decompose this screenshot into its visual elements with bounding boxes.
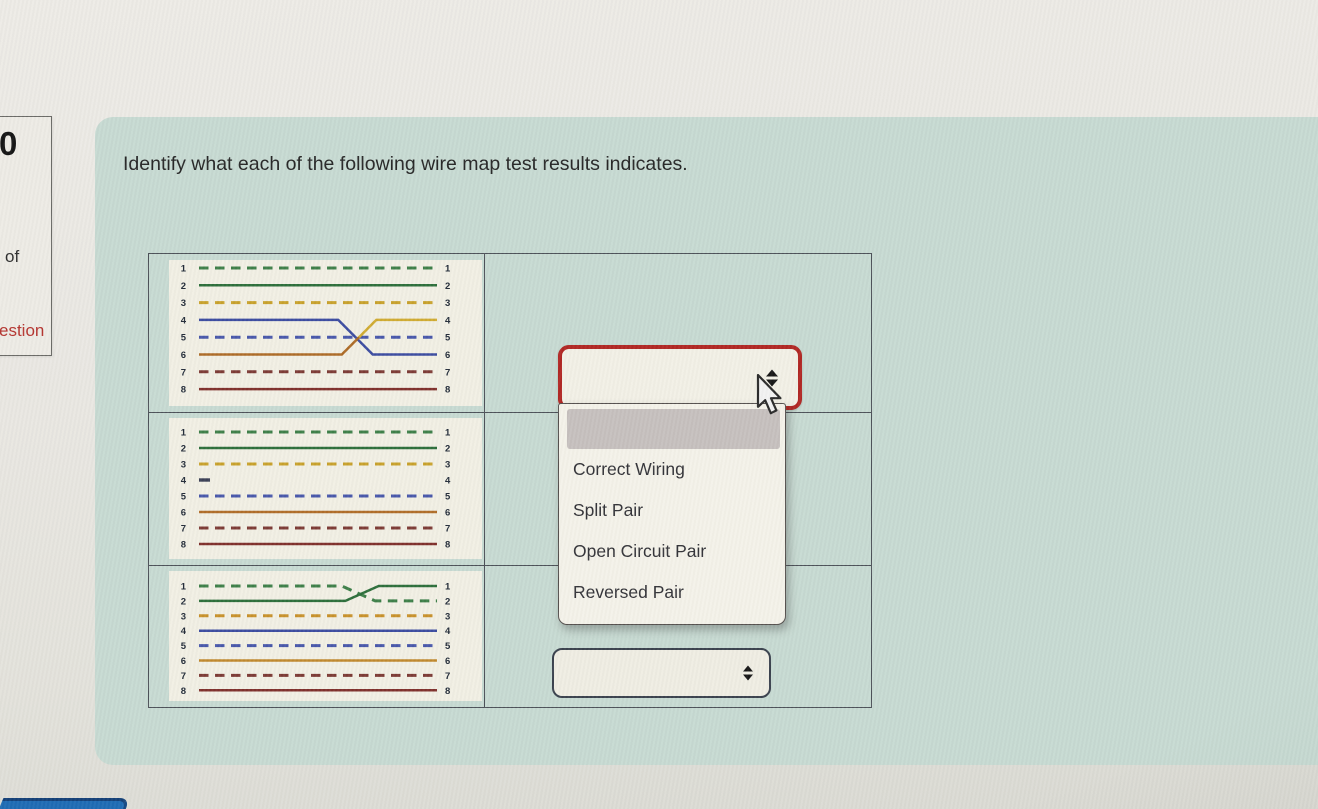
svg-text:7: 7 xyxy=(181,671,186,682)
select-spinner-icon xyxy=(766,369,778,386)
svg-text:8: 8 xyxy=(445,540,450,551)
svg-text:6: 6 xyxy=(181,350,186,361)
svg-text:8: 8 xyxy=(445,686,450,697)
table-column-divider xyxy=(484,254,486,707)
svg-text:4: 4 xyxy=(445,315,451,326)
svg-text:2: 2 xyxy=(181,444,186,455)
svg-text:5: 5 xyxy=(445,492,451,503)
menu-option[interactable]: Open Circuit Pair xyxy=(573,541,707,561)
svg-text:3: 3 xyxy=(445,460,450,471)
svg-text:2: 2 xyxy=(181,596,186,607)
menu-option[interactable]: Split Pair xyxy=(573,500,644,520)
question-number-fragment: 0 xyxy=(0,125,18,162)
svg-text:3: 3 xyxy=(181,611,186,622)
svg-text:4: 4 xyxy=(181,476,187,487)
svg-text:2: 2 xyxy=(445,281,450,292)
svg-text:7: 7 xyxy=(445,671,450,682)
svg-text:7: 7 xyxy=(445,367,450,378)
svg-text:1: 1 xyxy=(445,582,451,593)
svg-text:3: 3 xyxy=(181,298,186,309)
table-row-divider xyxy=(149,565,871,567)
svg-text:1: 1 xyxy=(445,428,451,439)
svg-text:4: 4 xyxy=(181,626,187,637)
svg-text:6: 6 xyxy=(445,350,450,361)
svg-text:2: 2 xyxy=(181,281,186,292)
svg-text:3: 3 xyxy=(445,611,450,622)
svg-text:6: 6 xyxy=(181,656,186,667)
svg-text:3: 3 xyxy=(181,460,186,471)
svg-text:4: 4 xyxy=(445,476,451,487)
svg-text:1: 1 xyxy=(181,264,187,275)
svg-text:6: 6 xyxy=(445,508,450,519)
select-spinner-icon xyxy=(743,665,753,681)
question-prompt: Identify what each of the following wire… xyxy=(123,153,688,175)
svg-text:3: 3 xyxy=(445,298,450,309)
wiremap-diagram-2: 1 1 2 2 3 3 4 4 5 5 6 6 7 7 8 8 xyxy=(169,418,482,559)
table-row-divider xyxy=(149,412,871,414)
mouse-cursor-icon xyxy=(756,374,782,415)
dropdown-menu: Correct Wiring Split Pair Open Circuit P… xyxy=(558,403,786,625)
answer-select-2[interactable] xyxy=(552,648,771,698)
svg-text:6: 6 xyxy=(181,508,186,519)
question-panel: Identify what each of the following wire… xyxy=(95,117,1318,765)
bottom-left-button-partial[interactable] xyxy=(0,798,131,809)
svg-text:5: 5 xyxy=(181,641,187,652)
svg-text:4: 4 xyxy=(181,315,187,326)
question-label-fragment: estion xyxy=(0,321,45,340)
svg-text:5: 5 xyxy=(181,492,187,503)
svg-text:7: 7 xyxy=(445,524,450,535)
svg-text:8: 8 xyxy=(181,385,186,396)
menu-option[interactable]: Correct Wiring xyxy=(573,459,685,479)
svg-text:4: 4 xyxy=(445,626,451,637)
svg-text:1: 1 xyxy=(445,264,451,275)
svg-text:2: 2 xyxy=(445,444,450,455)
svg-text:8: 8 xyxy=(181,686,186,697)
svg-text:8: 8 xyxy=(181,540,186,551)
svg-text:1: 1 xyxy=(181,582,187,593)
question-sidebar-panel: 0 of estion xyxy=(0,116,52,356)
menu-option-blank[interactable] xyxy=(567,409,780,449)
wiremap-diagram-1: 1 1 2 2 3 3 4 4 5 5 6 6 7 7 8 8 xyxy=(169,260,482,406)
question-progress-fragment: of xyxy=(5,247,20,266)
svg-text:7: 7 xyxy=(181,524,186,535)
svg-text:1: 1 xyxy=(181,428,187,439)
svg-text:6: 6 xyxy=(445,656,450,667)
svg-text:2: 2 xyxy=(445,596,450,607)
svg-text:5: 5 xyxy=(181,333,187,344)
svg-text:5: 5 xyxy=(445,333,451,344)
svg-text:8: 8 xyxy=(445,385,450,396)
answer-table: 1 1 2 2 3 3 4 4 5 5 6 6 7 7 8 8 1 1 2 2 3 3 4 4 5 5 6 6 7 7 8 8 1 1 2 2 3 3… xyxy=(148,253,872,708)
menu-option[interactable]: Reversed Pair xyxy=(573,582,684,602)
svg-text:7: 7 xyxy=(181,367,186,378)
wiremap-diagram-3: 1 1 2 2 3 3 4 4 5 5 6 6 7 7 8 8 xyxy=(169,571,482,701)
svg-text:5: 5 xyxy=(445,641,451,652)
